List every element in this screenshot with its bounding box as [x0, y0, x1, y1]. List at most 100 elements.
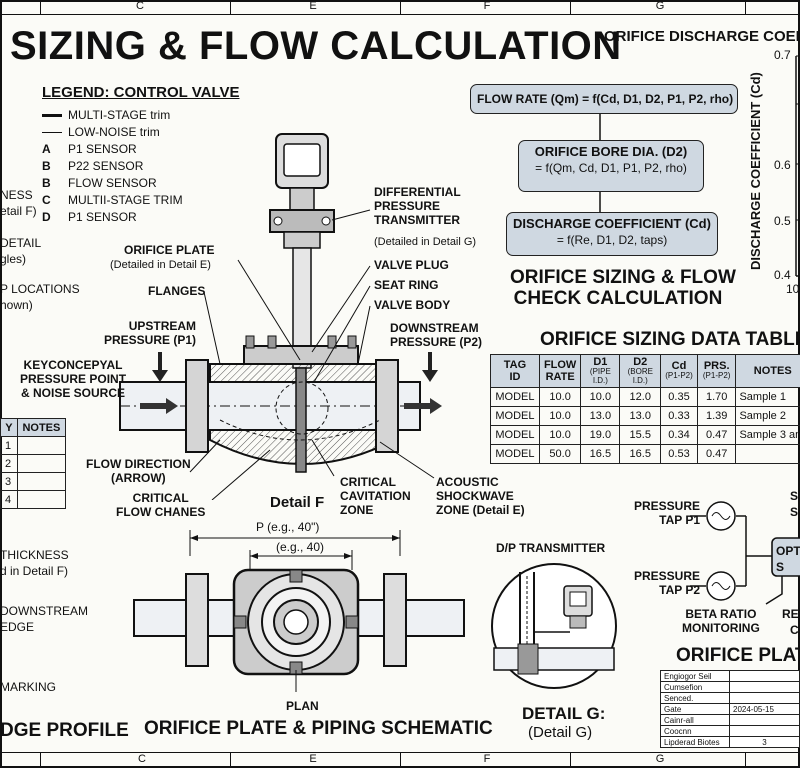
- plan-dim-outer: P (e.g., 40"): [256, 520, 320, 534]
- signal-fragment: C: [790, 623, 799, 637]
- orifice-plate: [295, 367, 307, 473]
- table-row: Engiogor Seil: [660, 670, 800, 682]
- downstream-flange: [375, 359, 399, 453]
- label-orifice-plate-note: (Detailed in Detail E): [110, 259, 211, 271]
- p1-arrow: [152, 370, 168, 382]
- label-flanges: FLANGES: [148, 284, 206, 298]
- label-upstream-pressure: UPSTREAM PRESSURE (P1): [104, 319, 197, 347]
- label-pressure-tap-p1: PRESSURE TAP P1: [634, 499, 701, 527]
- zone-label: C: [138, 753, 146, 765]
- legend-line-lownoise: LOW-NOISE trim: [42, 124, 242, 141]
- zone-label: E: [309, 753, 317, 765]
- cd-xtick: 10: [786, 282, 800, 296]
- signal-fragment: RE: [782, 607, 799, 621]
- signal-fragment: S: [790, 489, 799, 503]
- label-key-pressure-point: KEYCONCEPYAL PRESSURE POINT & NOISE SOUR…: [20, 358, 127, 400]
- orifice-sizing-table: TAG ID FLOW RATE D1(PIPE I.D.) D2(BORE I…: [490, 354, 800, 464]
- table-header: FLOW RATE: [538, 354, 582, 388]
- label-valve-plug: VALVE PLUG: [374, 258, 449, 272]
- discharge-coefficient-box: DISCHARGE COEFFICIENT (Cd) = f(Re, D1, D…: [506, 212, 718, 256]
- zone-label: E: [309, 0, 317, 12]
- left-fragment: MARKING: [0, 680, 57, 694]
- label-acoustic-zone: ACOUSTIC SHOCKWAVE ZONE (Detail E): [436, 475, 525, 517]
- cd-chart-axes: [795, 55, 800, 277]
- legend-title: LEGEND: CONTROL VALVE: [42, 84, 240, 101]
- table-header: PRS.(P1-P2): [696, 354, 737, 388]
- signal-diagram: [690, 501, 800, 605]
- label-critical-flow: CRITICAL FLOW CHANES: [116, 491, 206, 519]
- table-header: Y: [0, 418, 18, 437]
- cd-ytick: 0.4: [774, 268, 791, 282]
- label-flow-direction: FLOW DIRECTION (ARROW): [86, 457, 191, 485]
- detail-g-subtitle: (Detail G): [528, 724, 593, 741]
- table-row: 2: [0, 454, 67, 473]
- detail-g-heading: D/P TRANSMITTER: [496, 541, 606, 555]
- label-orifice-plate: ORIFICE PLATE: [124, 243, 215, 257]
- label-pressure-tap-p2: PRESSURE TAP P2: [634, 569, 701, 597]
- left-fragment: hown): [0, 298, 33, 312]
- table-row: Cainr-all: [660, 714, 800, 726]
- plan-title: ORIFICE PLATE & PIPING SCHEMATIC: [144, 718, 493, 739]
- table-row: 3: [0, 472, 67, 491]
- upstream-flange: [185, 359, 209, 453]
- flow-arrow-in: [166, 398, 178, 414]
- table-header: D2(BORE I.D.): [619, 354, 662, 388]
- label-cavitation-zone: CRITICAL CAVITATION ZONE: [340, 475, 411, 517]
- left-fragment: gles): [0, 252, 27, 266]
- zone-label: F: [483, 753, 491, 765]
- plan-flange-left: [185, 573, 209, 667]
- table-row: Senced.: [660, 692, 800, 704]
- opt-box: [771, 537, 800, 577]
- title-block-title: ORIFICE PLATE: [676, 645, 800, 666]
- cd-ytick: 0.7: [774, 48, 791, 62]
- orifice-bore-box: ORIFICE BORE DIA. (D2) = f(Re, D1, D2, t…: [518, 140, 704, 192]
- p2-arrow: [422, 370, 438, 382]
- left-fragment: DOWNSTREAM: [0, 604, 88, 618]
- left-fragment: THICKNESS: [0, 548, 69, 562]
- detail-g-drawing: [491, 563, 617, 689]
- flow-arrow-out: [430, 398, 442, 414]
- valve-section-drawing: [119, 133, 442, 500]
- table-header: Cd(P1-P2): [660, 354, 698, 388]
- signal-fragment: S: [790, 505, 799, 519]
- bottom-zone-bar: C E F G: [0, 752, 800, 767]
- zone-label: G: [655, 0, 665, 12]
- table-row: 4: [0, 490, 67, 509]
- legend-line-multistage: MULTI-STAGE trim: [42, 107, 242, 124]
- label-valve-body: VALVE BODY: [374, 298, 451, 312]
- table-header: NOTES: [735, 354, 800, 388]
- detail-g-title: DETAIL G:: [522, 704, 606, 723]
- cd-ytick: 0.5: [774, 214, 791, 228]
- table-row: 1: [0, 436, 67, 455]
- cd-chart-ylabel: DISCHARGE COEFFICIENT (Cd): [748, 72, 763, 270]
- label-dp-transmitter-note: (Detailed in Detail G): [374, 236, 477, 248]
- left-fragment: NESS: [0, 188, 33, 202]
- label-downstream-pressure: DOWNSTREAM PRESSURE (P2): [390, 321, 483, 349]
- cd-chart-title: ORIFICE DISCHARGE COEFFIC: [604, 28, 800, 45]
- zone-label: F: [483, 0, 491, 12]
- left-fragment: EDGE: [0, 620, 35, 634]
- plan-view-drawing: [133, 530, 465, 692]
- table-row: Cumsefion: [660, 681, 800, 693]
- zone-label: G: [655, 753, 665, 765]
- label-dp-transmitter: DIFFERENTIAL PRESSURE TRANSMITTER: [374, 185, 461, 227]
- data-table-title: ORIFICE SIZING DATA TABLE: [540, 329, 800, 350]
- zone-label: C: [136, 0, 144, 12]
- plan-label: PLAN: [286, 699, 319, 713]
- left-fragment-edge-profile: DGE PROFILE: [0, 720, 129, 741]
- table-row: Coocnn: [660, 725, 800, 737]
- label-seat-ring: SEAT RING: [374, 278, 439, 292]
- left-fragment: P LOCATIONS: [0, 282, 80, 296]
- flow-box-connectors: [599, 114, 601, 212]
